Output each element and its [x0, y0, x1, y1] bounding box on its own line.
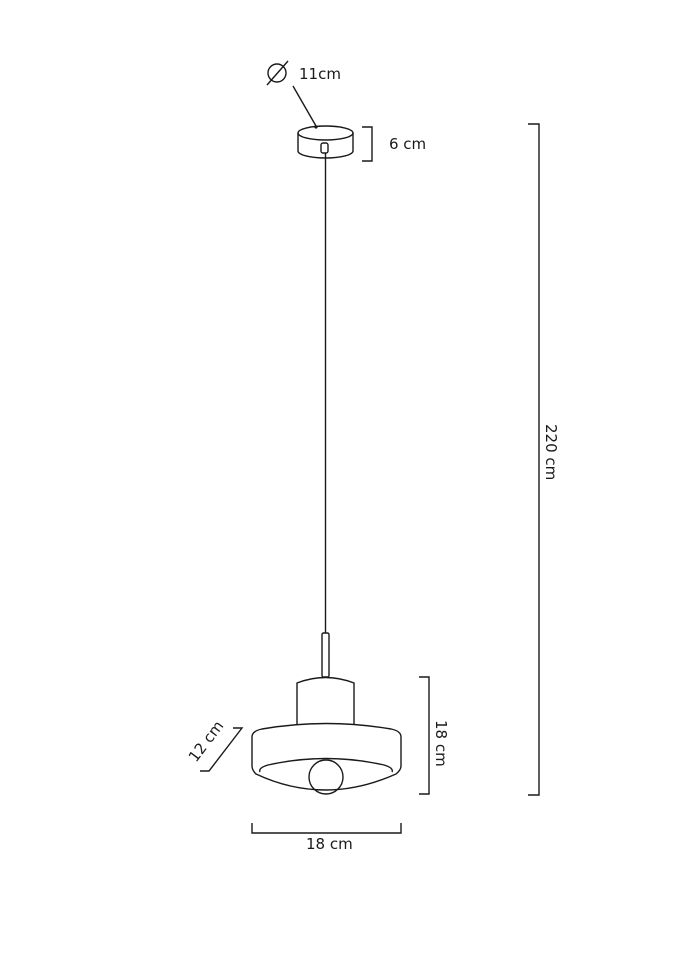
stem — [321, 632, 330, 678]
shade-height-bracket — [419, 676, 430, 795]
lamp-neck — [296, 676, 355, 725]
shade-width-label: 18 cm — [306, 835, 353, 853]
total-height-bracket — [528, 123, 540, 796]
shade-height-label: 18 cm — [432, 720, 450, 767]
shade-depth-label: 12 cm — [185, 717, 227, 765]
canopy-diameter-label: 11cm — [299, 65, 341, 83]
leader-line — [292, 85, 317, 127]
bulb — [308, 759, 344, 795]
shade-depth-bracket — [200, 727, 244, 772]
shade-width-bracket — [251, 823, 402, 834]
diameter-symbol-icon — [266, 60, 289, 86]
canopy-height-bracket — [362, 126, 373, 162]
total-height-label: 220 cm — [542, 424, 560, 480]
lamp-shade — [251, 722, 402, 791]
canopy-height-label: 6 cm — [389, 135, 426, 153]
